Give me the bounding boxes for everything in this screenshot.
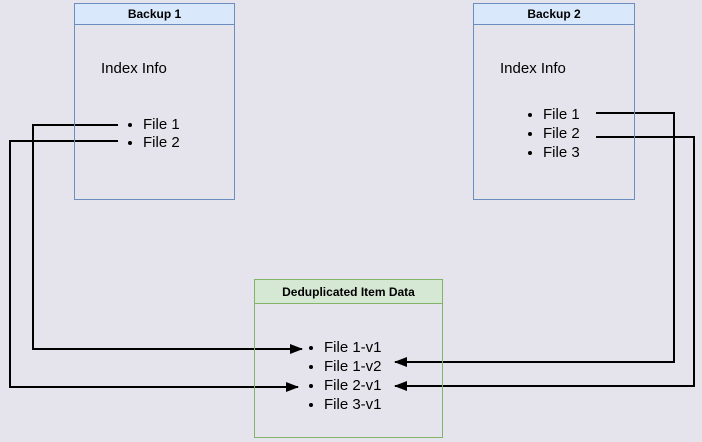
file-list-item: File 1 bbox=[143, 116, 234, 134]
backup2-header: Backup 2 bbox=[474, 4, 634, 25]
backup1-index-info-label: Index Info bbox=[101, 60, 167, 77]
backup2-body: Index Info File 1File 2File 3 bbox=[474, 60, 634, 162]
backup2-file-list: File 1File 2File 3 bbox=[474, 105, 634, 162]
backup2-box: Backup 2 Index Info File 1File 2File 3 bbox=[473, 3, 635, 200]
file-list-item: File 2 bbox=[543, 124, 634, 143]
backup1-title: Backup 1 bbox=[127, 7, 182, 21]
file-list-item: File 2-v1 bbox=[324, 376, 442, 395]
backup1-file-list: File 1File 2 bbox=[75, 116, 234, 152]
deduplicated-item-list: File 1-v1File 1-v2File 2-v1File 3-v1 bbox=[255, 338, 442, 414]
file-list-item: File 3 bbox=[543, 143, 634, 162]
backup1-box: Backup 1 Index Info File 1File 2 bbox=[74, 3, 235, 200]
deduplicated-item-data-header: Deduplicated Item Data bbox=[255, 280, 442, 304]
file-list-item: File 2 bbox=[143, 134, 234, 152]
file-list-item: File 1 bbox=[543, 105, 634, 124]
file-list-item: File 3-v1 bbox=[324, 395, 442, 414]
backup2-index-info-label: Index Info bbox=[500, 60, 566, 77]
file-list-item: File 1-v1 bbox=[324, 338, 442, 357]
file-list-item: File 1-v2 bbox=[324, 357, 442, 376]
deduplicated-item-data-title: Deduplicated Item Data bbox=[282, 284, 415, 299]
backup1-header: Backup 1 bbox=[75, 4, 234, 25]
deduplicated-item-data-body: File 1-v1File 1-v2File 2-v1File 3-v1 bbox=[255, 338, 442, 414]
deduplicated-item-data-box: Deduplicated Item Data File 1-v1File 1-v… bbox=[254, 279, 443, 438]
backup1-body: Index Info File 1File 2 bbox=[75, 60, 234, 152]
backup2-title: Backup 2 bbox=[527, 7, 581, 21]
